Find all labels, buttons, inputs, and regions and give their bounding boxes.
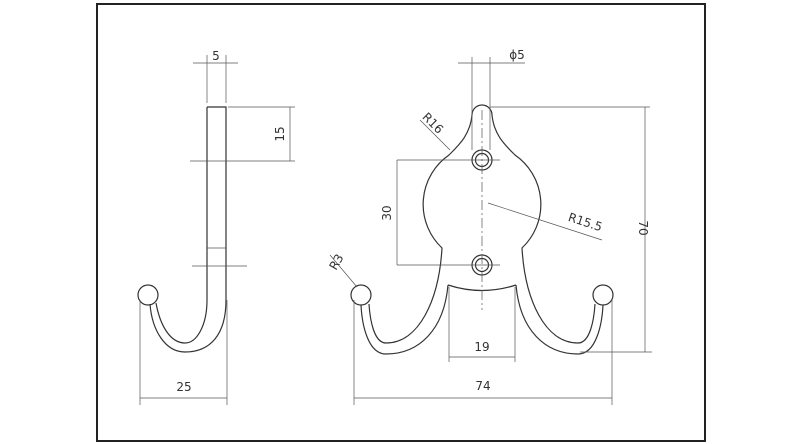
dim-overall-height-label: 70 (636, 220, 650, 235)
dim-width (193, 55, 238, 103)
dim-notch-width-label: 19 (474, 340, 489, 354)
body-radius-label: R15.5 (566, 210, 604, 234)
dim-hole-spacing-label: 30 (380, 205, 394, 220)
dim-overall-width-label: 74 (475, 379, 490, 393)
ball-radius-label: R3 (326, 252, 346, 273)
dim-top-segment-label: 15 (273, 126, 287, 141)
upper-radius-label: R16 (420, 110, 447, 137)
dim-overall-height (490, 106, 652, 353)
dim-hole-diameter (458, 57, 525, 150)
side-view: 5 15 25 (137, 49, 295, 405)
right-ball-end (592, 284, 614, 306)
dim-top-segment (190, 106, 295, 162)
hook-side-profile (149, 106, 227, 353)
dim-hole-diameter-label: ϕ5 (509, 48, 525, 62)
upper-radius-leader (419, 119, 451, 151)
dim-hole-spacing (396, 159, 500, 266)
dim-hook-width (139, 300, 228, 405)
dim-overall-width (353, 300, 613, 405)
dim-hook-width-label: 25 (176, 380, 191, 394)
ball-end (137, 284, 159, 306)
ball-radius-leader (329, 254, 358, 288)
body-radius-leader (487, 202, 603, 241)
drawing-frame (96, 3, 706, 442)
front-view: ϕ5 R16 R15.5 30 70 R3 19 74 (326, 48, 652, 405)
dim-width-label: 5 (212, 49, 220, 63)
left-ball-end (350, 284, 372, 306)
dim-notch-width (448, 287, 516, 362)
hook-body-outline (360, 104, 604, 355)
